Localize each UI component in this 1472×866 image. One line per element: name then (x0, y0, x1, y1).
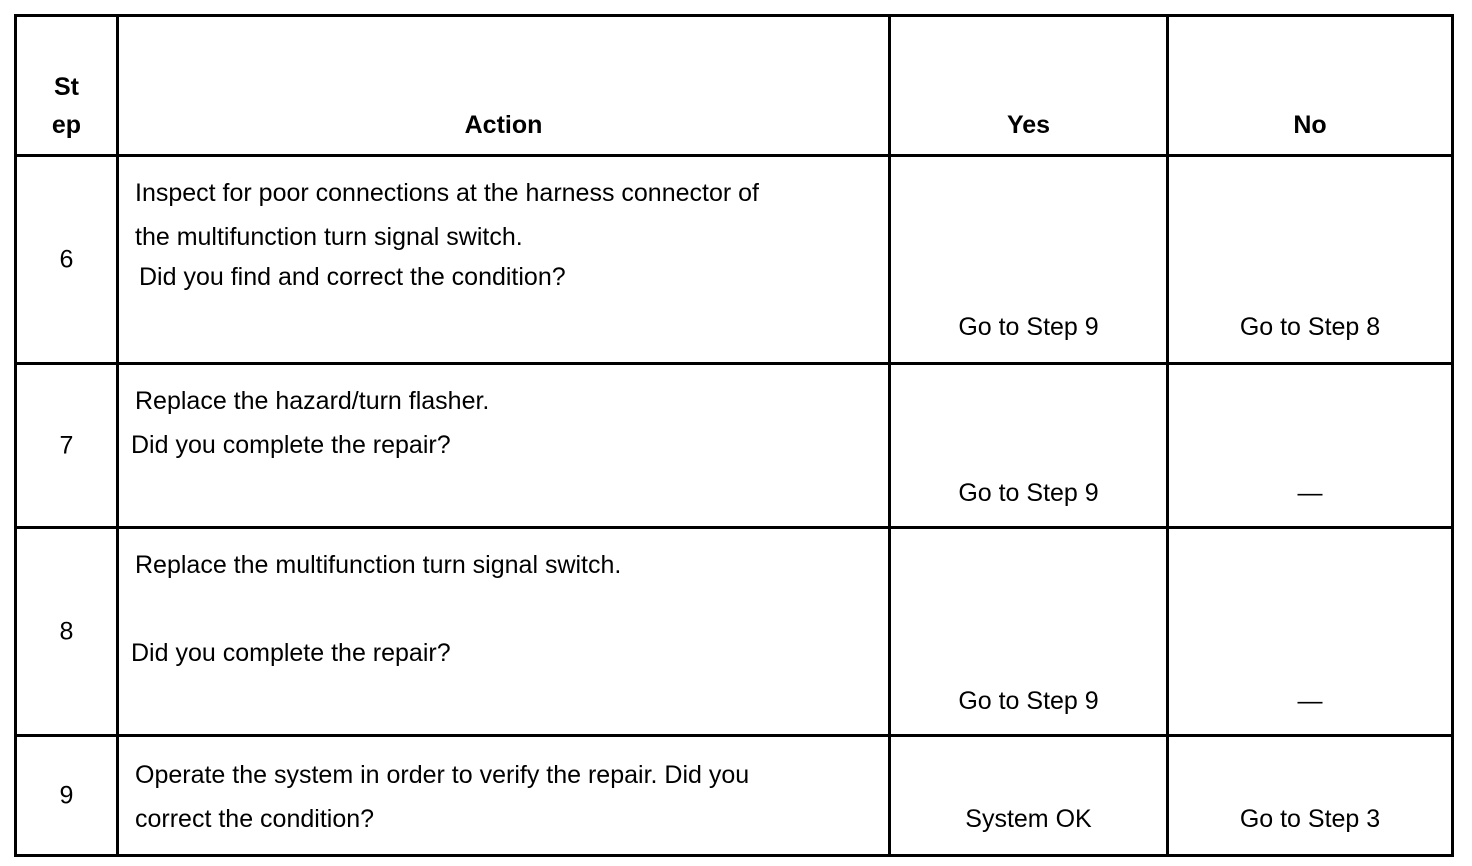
no-result: Go to Step 3 (1239, 805, 1381, 833)
no-cell: — (1166, 362, 1454, 529)
header-action: Action (116, 14, 891, 157)
table-row: 8 Replace the multifunction turn signal … (14, 526, 1454, 737)
step-number: 9 (59, 781, 74, 809)
action-cell: Replace the multifunction turn signal sw… (116, 526, 891, 737)
header-yes: Yes (888, 14, 1169, 157)
action-line: the multifunction turn signal switch. (135, 223, 523, 251)
no-cell: Go to Step 3 (1166, 734, 1454, 857)
action-cell: Inspect for poor connections at the harn… (116, 154, 891, 365)
yes-result: System OK (965, 805, 1092, 833)
yes-result: Go to Step 9 (958, 479, 1099, 507)
action-cell: Replace the hazard/turn flasher. Did you… (116, 362, 891, 529)
step-cell: 7 (14, 362, 119, 529)
action-line: Replace the hazard/turn flasher. (135, 387, 490, 415)
no-result: — (1297, 479, 1323, 507)
yes-result: Go to Step 9 (958, 687, 1099, 715)
yes-cell: Go to Step 9 (888, 526, 1169, 737)
diagnostic-table: St ep Action Yes No 6 Inspect for poor c… (14, 14, 1454, 857)
yes-cell: Go to Step 9 (888, 362, 1169, 529)
step-cell: 9 (14, 734, 119, 857)
action-line: Inspect for poor connections at the harn… (135, 179, 759, 207)
action-line: Did you complete the repair? (131, 431, 451, 459)
header-step-line-2: ep (51, 111, 82, 139)
step-cell: 6 (14, 154, 119, 365)
no-result: — (1297, 687, 1323, 715)
no-cell: — (1166, 526, 1454, 737)
action-line: Did you complete the repair? (131, 639, 451, 667)
action-line: Operate the system in order to verify th… (135, 761, 750, 789)
step-number: 7 (59, 431, 74, 459)
action-line: correct the condition? (135, 805, 375, 833)
action-cell: Operate the system in order to verify th… (116, 734, 891, 857)
table-row: 6 Inspect for poor connections at the ha… (14, 154, 1454, 365)
header-row: St ep Action Yes No (14, 14, 1454, 157)
yes-cell: Go to Step 9 (888, 154, 1169, 365)
step-number: 6 (59, 245, 74, 273)
action-line: Replace the multifunction turn signal sw… (135, 551, 622, 579)
yes-result: Go to Step 9 (958, 313, 1099, 341)
step-number: 8 (59, 617, 74, 645)
step-cell: 8 (14, 526, 119, 737)
table-row: 7 Replace the hazard/turn flasher. Did y… (14, 362, 1454, 529)
action-line: Did you find and correct the condition? (139, 263, 566, 291)
no-result: Go to Step 8 (1239, 313, 1381, 341)
table-row: 9 Operate the system in order to verify … (14, 734, 1454, 857)
header-step: St ep (14, 14, 119, 157)
header-no: No (1166, 14, 1454, 157)
no-cell: Go to Step 8 (1166, 154, 1454, 365)
yes-cell: System OK (888, 734, 1169, 857)
header-step-line-1: St (54, 73, 79, 101)
